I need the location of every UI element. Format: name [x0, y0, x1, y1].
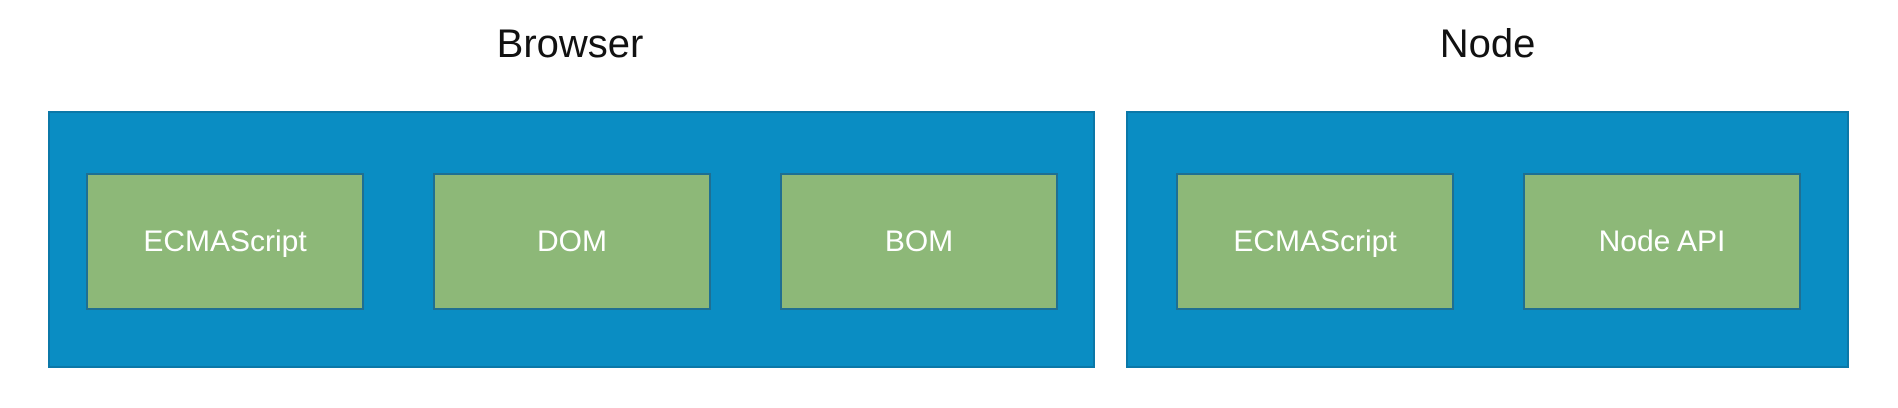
browser-bom-module: BOM [780, 173, 1058, 310]
browser-ecmascript-module: ECMAScript [86, 173, 364, 310]
node-ecmascript-module: ECMAScript [1176, 173, 1454, 310]
node-group-title: Node [1439, 22, 1536, 66]
node-api-module: Node API [1523, 173, 1801, 310]
browser-container: ECMAScript DOM BOM [48, 111, 1095, 368]
browser-dom-module: DOM [433, 173, 711, 310]
browser-group-title: Browser [496, 22, 644, 66]
node-container: ECMAScript Node API [1126, 111, 1849, 368]
